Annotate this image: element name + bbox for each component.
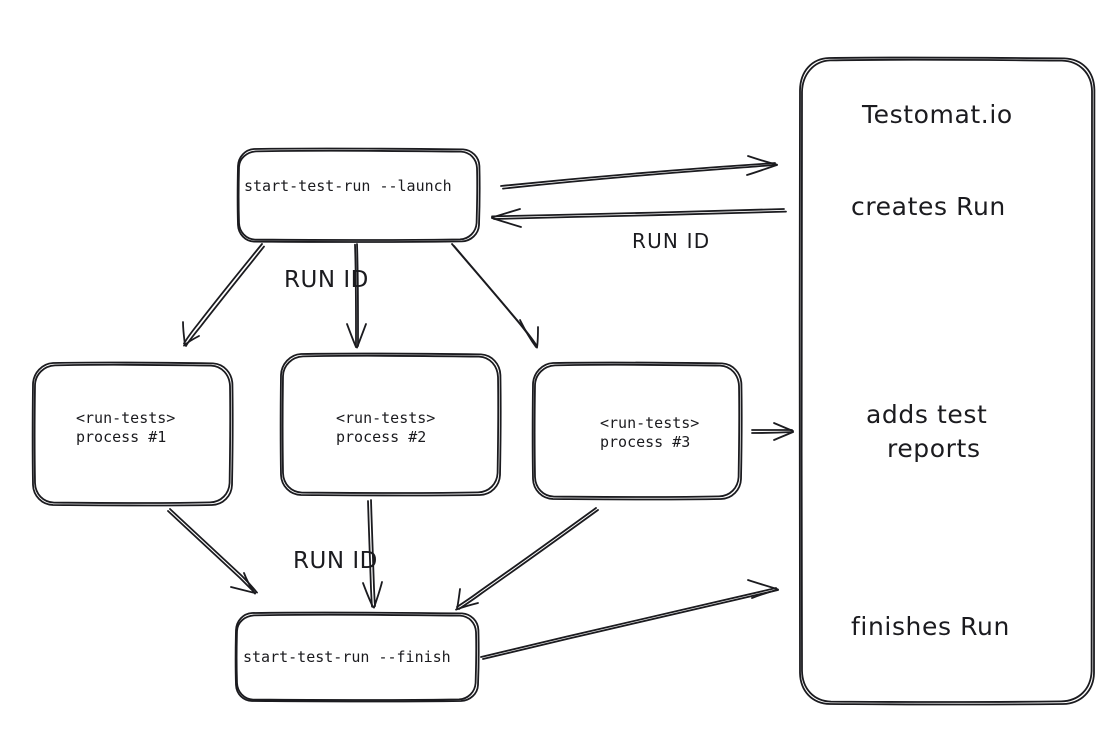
arrow-launch-to-process1 [182,243,265,347]
edge-label-run-id-fanout: RUN ID [284,267,369,293]
service-panel-finishes-run-label: finishes Run [851,612,1010,641]
process2-node-label-line2: process #2 [336,428,427,446]
launch-node-label: start-test-run --launch [244,177,452,195]
process3-node-shape[interactable] [531,361,743,501]
arrow-launch-to-process3 [451,243,539,349]
process3-node-label-line1: <run-tests> [600,414,700,432]
finish-node-label: start-test-run --finish [243,648,451,666]
finish-node-shape[interactable] [234,611,480,703]
process1-node-label-line1: <run-tests> [76,409,176,427]
arrow-launch-to-service [500,155,778,190]
edge-label-run-id-return: RUN ID [632,229,711,253]
process1-node-shape[interactable] [31,361,234,507]
arrow-process3-to-service [751,422,794,441]
service-panel-reports-label: reports [887,434,981,463]
arrow-launch-to-process2 [346,243,367,349]
service-panel-creates-run-label: creates Run [851,192,1006,221]
arrow-finish-to-service [480,579,779,660]
service-panel-adds-test-label: adds test [866,400,988,429]
edge-label-run-id-fanin: RUN ID [293,548,378,574]
service-panel-title: Testomat.io [862,100,1013,129]
arrow-process1-to-finish [167,508,258,595]
arrow-service-to-launch [491,208,787,228]
arrow-process2-to-finish [362,499,383,609]
process2-node-label-line1: <run-tests> [336,409,436,427]
process3-node-label-line2: process #3 [600,433,691,451]
process2-node-shape[interactable] [279,352,502,497]
launch-node-shape[interactable] [236,147,481,244]
service-panel-shape[interactable] [798,56,1096,706]
process1-node-label-line2: process #1 [76,428,167,446]
arrow-process3-to-finish [455,507,599,611]
